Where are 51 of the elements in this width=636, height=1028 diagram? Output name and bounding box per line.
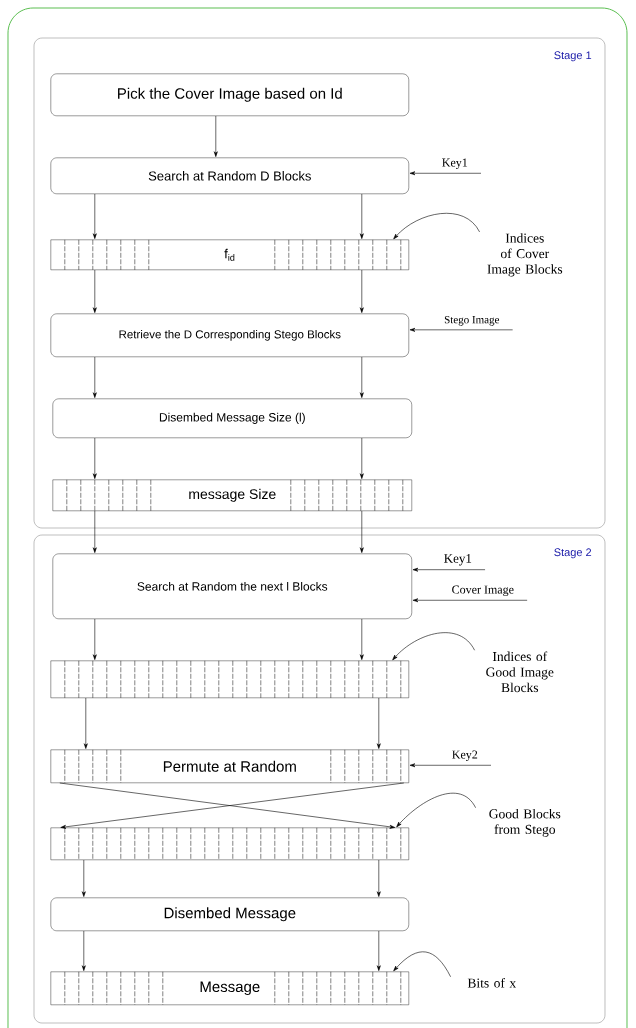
arrow	[92, 437, 97, 479]
input-label: Good Blocks from Stego	[489, 808, 561, 837]
arrow	[412, 567, 486, 572]
arrow	[359, 269, 364, 313]
arrow	[376, 859, 381, 897]
arrow	[409, 327, 513, 332]
arrow	[92, 269, 97, 313]
input-label: Key1	[444, 554, 472, 566]
arrow	[92, 510, 97, 553]
arrow	[359, 193, 364, 239]
arrow	[376, 697, 381, 749]
arrow	[412, 598, 528, 603]
input-label: Key1	[442, 158, 468, 170]
leader-line	[393, 213, 480, 240]
block-strip: Message	[50, 971, 409, 1006]
block-strip	[50, 660, 409, 699]
arrow	[92, 356, 97, 398]
arrow	[81, 930, 86, 971]
stage-label: Stage 1	[554, 51, 592, 62]
process-box: Disembed Message	[50, 897, 409, 931]
arrow	[359, 356, 364, 398]
process-box: Disembed Message Size (l)	[52, 398, 412, 438]
arrow	[213, 115, 218, 157]
arrow	[359, 618, 364, 660]
process-box: Pick the Cover Image based on Id	[50, 73, 409, 116]
block-strip: f$_{id}$	[50, 239, 409, 271]
block-strip: message Size	[52, 479, 412, 512]
input-label: Indices of Cover Image Blocks	[487, 233, 563, 277]
input-label: Indices of Good Image Blocks	[486, 651, 554, 693]
arrow	[81, 859, 86, 897]
arrow	[409, 171, 482, 176]
arrow	[92, 193, 97, 239]
leader-line	[396, 792, 476, 828]
arrow	[376, 930, 381, 971]
input-label: Cover Image	[452, 585, 514, 597]
leader-line	[392, 632, 475, 661]
arrow	[409, 763, 492, 768]
input-label: Stego Image	[444, 316, 500, 326]
arrow	[359, 437, 364, 479]
block-strip	[50, 827, 409, 861]
block-strip: Permute at Random	[50, 749, 409, 784]
arrow	[83, 697, 88, 749]
leader-line	[393, 951, 451, 978]
process-box: Retrieve the D Corresponding Stego Blocks	[50, 313, 409, 357]
process-box: Search at Random the next l Blocks	[52, 553, 412, 619]
process-box: Search at Random D Blocks	[50, 157, 409, 194]
arrow	[359, 510, 364, 553]
input-label: Key2	[452, 750, 478, 762]
input-label: Bits of x	[467, 978, 516, 988]
arrow	[92, 618, 97, 660]
stage-label: Stage 2	[554, 548, 592, 559]
